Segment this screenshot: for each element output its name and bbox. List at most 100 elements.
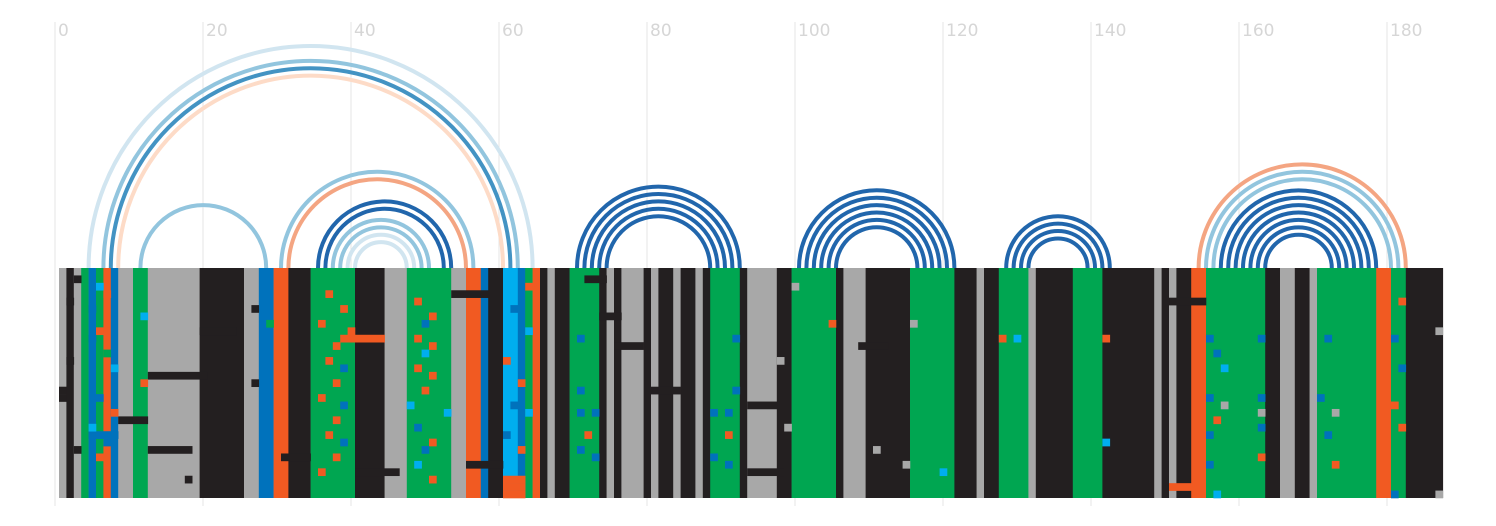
alignment-cell — [406, 401, 415, 410]
alignment-cell — [140, 312, 149, 321]
alignment-column — [1191, 268, 1207, 498]
alignment-cell — [429, 475, 437, 484]
alignment-cell — [1220, 401, 1229, 410]
alignment-cell — [1220, 364, 1229, 373]
alignment-cell — [1331, 460, 1340, 469]
alignment-cell — [66, 297, 75, 306]
alignment-column — [791, 268, 837, 498]
alignment-cell — [88, 423, 97, 432]
alignment-column — [147, 268, 200, 498]
alignment-column — [66, 268, 75, 498]
alignment-cell — [332, 342, 341, 350]
alignment-run — [340, 334, 385, 343]
alignment-cell — [251, 305, 260, 313]
alignment-column — [865, 268, 911, 498]
alignment-column — [288, 268, 311, 498]
alignment-cell — [414, 297, 422, 306]
alignment-cell — [429, 342, 437, 350]
alignment-column — [776, 268, 792, 498]
alignment-cell — [1102, 438, 1111, 447]
alignment-cell — [73, 275, 82, 284]
alignment-cell — [103, 290, 112, 298]
arc-group — [86, 44, 535, 269]
alignment-column — [1294, 268, 1310, 498]
arc — [804, 195, 949, 269]
arc — [797, 188, 957, 269]
arc — [138, 203, 269, 269]
alignment-cell — [1324, 431, 1333, 439]
alignment-heatmap — [59, 268, 1444, 499]
alignment-cell — [591, 408, 600, 417]
alignment-column — [59, 268, 67, 498]
alignment-cell — [1206, 431, 1214, 439]
alignment-cell — [332, 453, 341, 462]
arc-group — [138, 203, 269, 269]
alignment-column — [103, 268, 112, 498]
alignment-column — [480, 268, 489, 498]
alignment-column — [984, 268, 1000, 498]
alignment-cell — [421, 446, 430, 454]
alignment-run — [858, 342, 889, 350]
alignment-cell — [1398, 423, 1407, 432]
alignment-cell — [1206, 394, 1214, 402]
alignment-cell — [577, 446, 585, 454]
alignment-cell — [103, 438, 112, 447]
alignment-cell — [59, 386, 67, 395]
alignment-cell — [525, 327, 533, 336]
alignment-cell — [1206, 460, 1214, 469]
alignment-column — [384, 268, 408, 498]
arc — [101, 58, 520, 269]
alignment-column — [1161, 268, 1170, 498]
alignment-cell — [910, 319, 918, 328]
alignment-cell — [1391, 334, 1399, 343]
arc — [811, 203, 942, 269]
alignment-column — [976, 268, 985, 498]
alignment-cell — [791, 282, 800, 291]
alignment-cell — [725, 431, 733, 439]
arc — [1241, 210, 1356, 269]
x-tick-label: 20 — [206, 21, 228, 41]
alignment-run — [147, 371, 208, 380]
alignment-run — [747, 468, 785, 477]
alignment-cell — [414, 460, 422, 469]
alignment-cell — [340, 305, 348, 313]
alignment-column — [540, 268, 548, 498]
alignment-cell — [66, 357, 75, 365]
alignment-column — [1280, 268, 1296, 498]
arc — [582, 192, 735, 269]
arc — [116, 73, 505, 269]
alignment-cell — [88, 305, 97, 313]
alignment-column — [96, 268, 104, 498]
arc — [1026, 236, 1090, 269]
alignment-column — [843, 268, 866, 498]
alignment-run — [651, 386, 681, 395]
alignment-column — [1317, 268, 1377, 498]
arc — [1196, 162, 1408, 269]
alignment-column — [73, 268, 82, 498]
alignment-column — [547, 268, 556, 498]
arc-groups — [86, 44, 1408, 269]
alignment-cell — [325, 290, 334, 298]
alignment-column — [1154, 268, 1162, 498]
alignment-cell — [1257, 408, 1266, 417]
alignment-cell — [421, 349, 430, 358]
alignment-run — [281, 453, 311, 462]
x-tick-label: 40 — [354, 21, 376, 41]
alignment-cell — [96, 453, 104, 462]
alignment-run — [147, 446, 193, 454]
arc-group — [1196, 162, 1408, 269]
x-tick-label: 80 — [650, 21, 672, 41]
alignment-cell — [998, 334, 1007, 343]
arc — [1218, 188, 1379, 269]
alignment-cell — [96, 394, 104, 402]
alignment-column — [954, 268, 977, 498]
arc — [1204, 169, 1401, 269]
alignment-cell — [96, 327, 104, 336]
alignment-cell — [414, 364, 422, 373]
arc — [338, 225, 424, 269]
alignment-cell — [503, 431, 511, 439]
alignment-column — [273, 268, 289, 498]
alignment-cell — [88, 334, 97, 343]
alignment-cell — [332, 416, 341, 425]
